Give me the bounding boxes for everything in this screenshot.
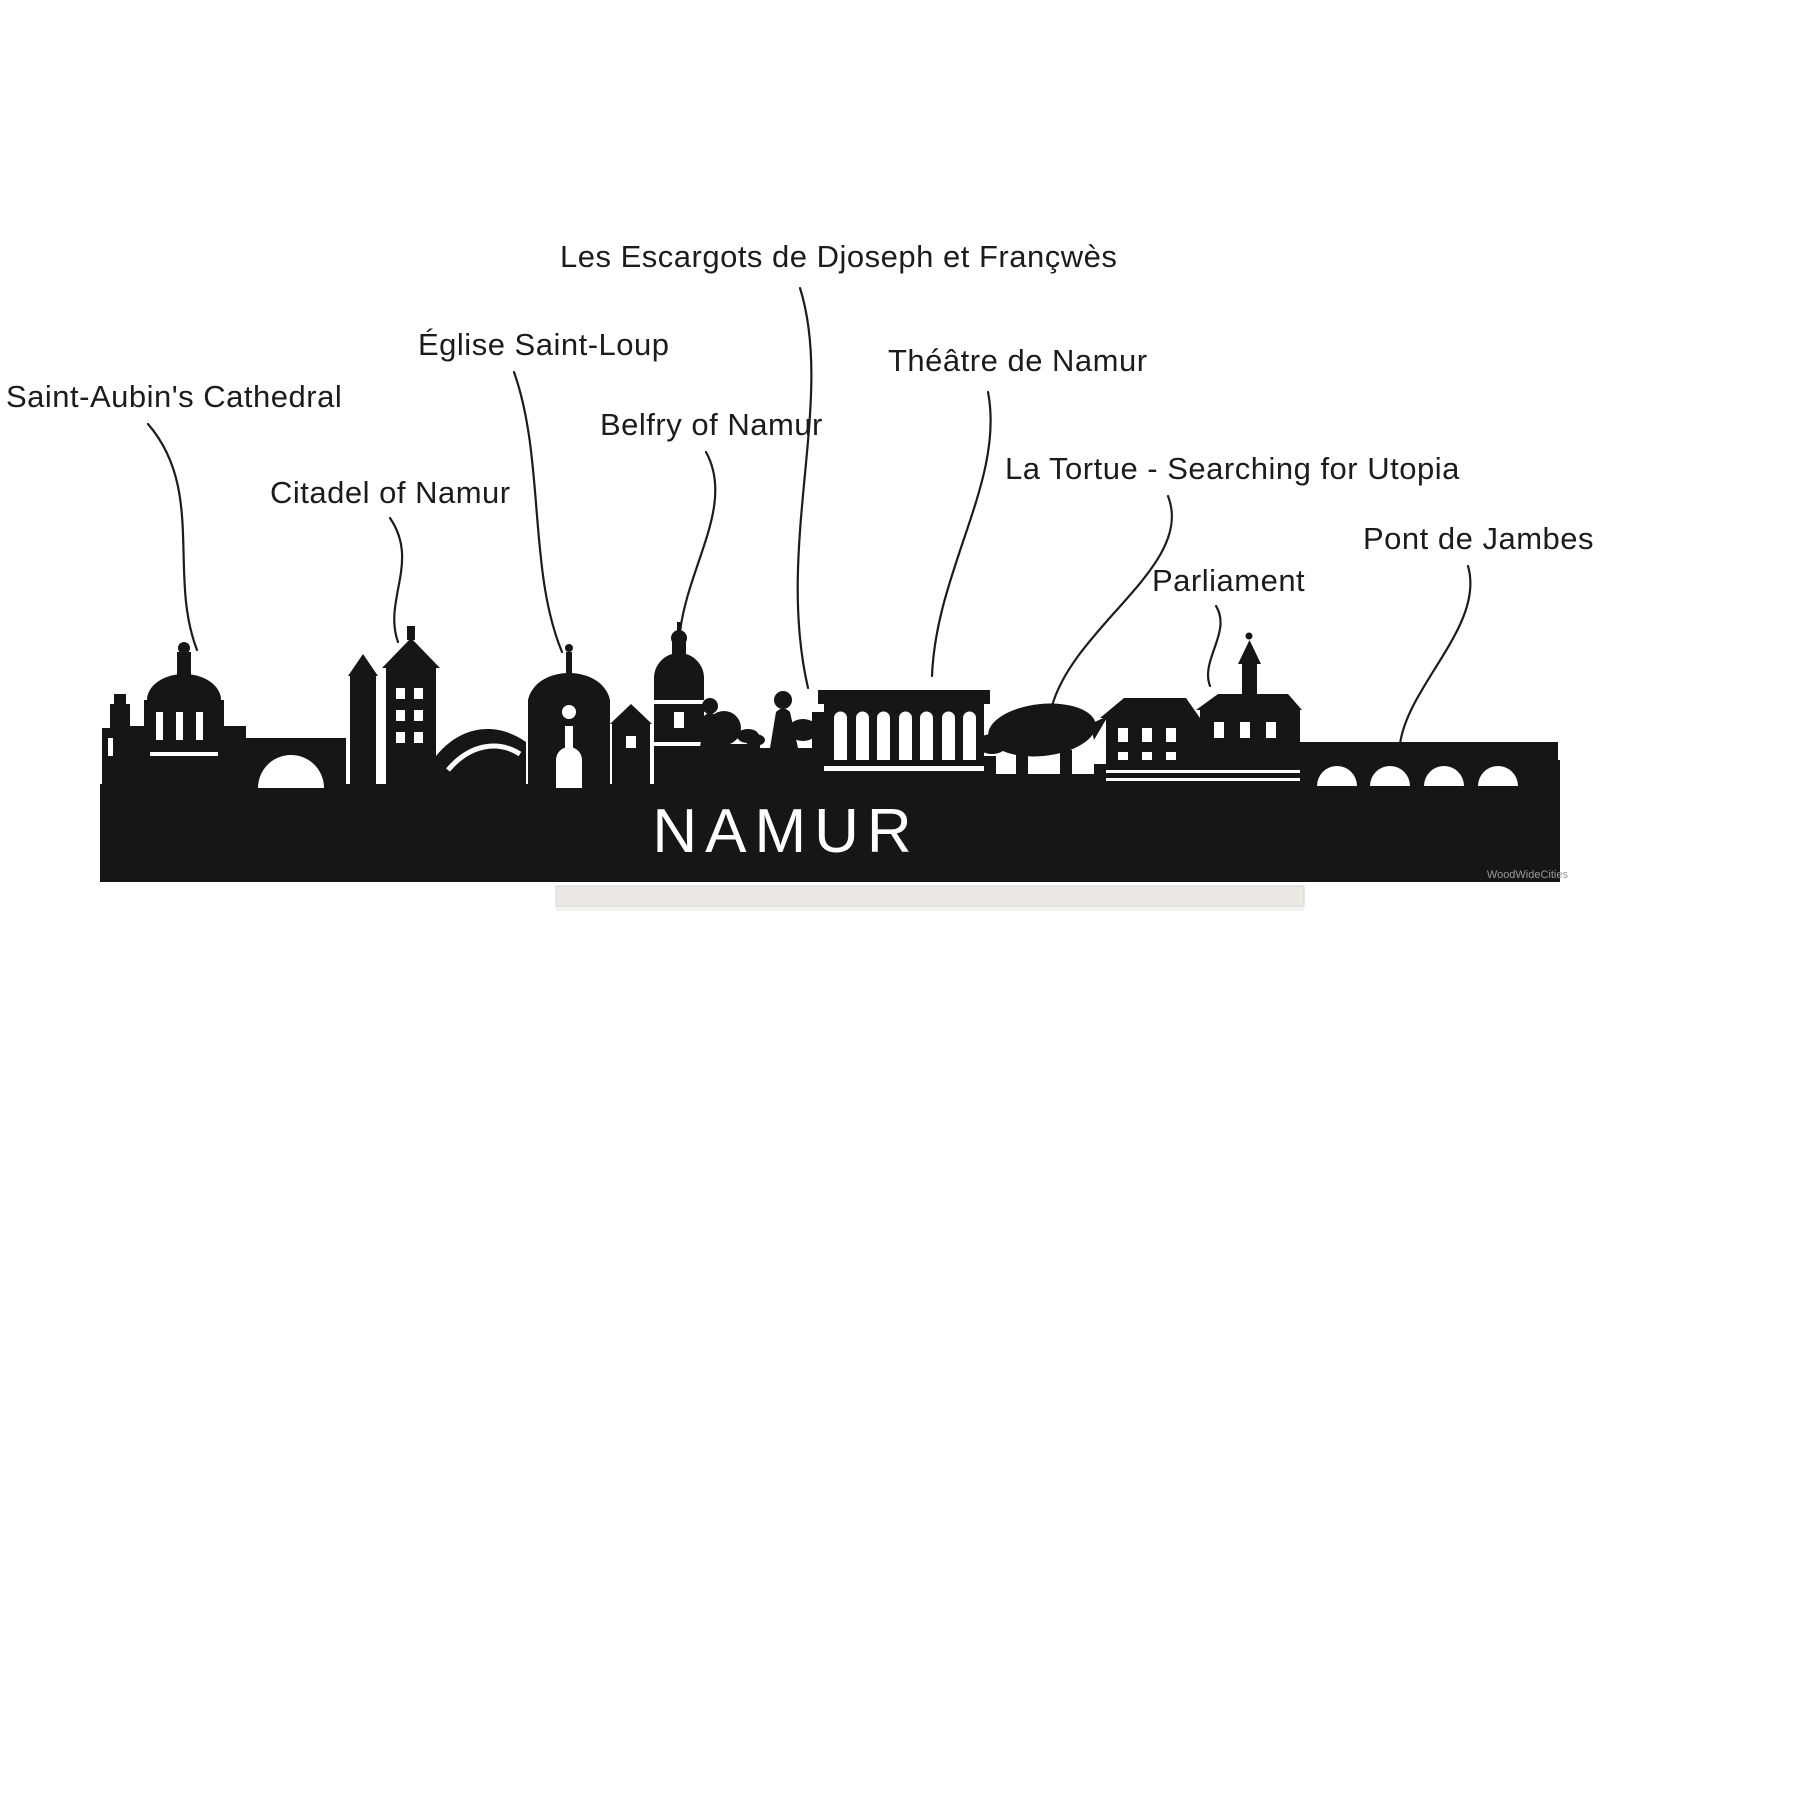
theatre-silhouette	[812, 690, 996, 788]
leader-line-cathedral	[146, 422, 199, 652]
label-parliament: Parliament	[1152, 563, 1306, 598]
label-citadel-of-namur: Citadel of Namur	[270, 475, 511, 510]
saint-aubins-cathedral-silhouette	[124, 642, 246, 788]
skyline-silhouette: NAMUR	[100, 622, 1560, 882]
city-name-cutout: NAMUR	[652, 797, 919, 866]
leader-line-citadel	[388, 516, 404, 644]
citadel-silhouette	[348, 626, 440, 788]
label-la-tortue: La Tortue - Searching for Utopia	[1005, 451, 1460, 486]
watermark: WoodWideCities	[1487, 869, 1569, 881]
belfry-silhouette	[654, 622, 704, 788]
leader-lines	[146, 286, 1472, 746]
display-stand-shadow	[556, 907, 1304, 911]
label-eglise-saint-loup: Église Saint-Loup	[418, 327, 670, 362]
leader-line-eglise-saint-loup	[512, 370, 564, 654]
townhouse-silhouette	[610, 704, 652, 788]
leader-line-belfry	[678, 450, 717, 634]
leader-line-la-tortue	[1050, 494, 1173, 708]
parliament-silhouette	[1100, 632, 1302, 788]
eglise-saint-loup-silhouette	[528, 644, 610, 788]
label-belfry-of-namur: Belfry of Namur	[600, 407, 823, 442]
label-saint-aubins-cathedral: Saint-Aubin's Cathedral	[6, 379, 343, 414]
label-pont-de-jambes: Pont de Jambes	[1363, 521, 1595, 556]
pont-de-jambes-silhouette	[1300, 742, 1560, 788]
bastion-wall-silhouette	[436, 729, 526, 788]
escargots-sculpture-silhouette	[698, 691, 822, 788]
label-les-escargots: Les Escargots de Djoseph et Françwès	[560, 239, 1118, 274]
la-tortue-sculpture-silhouette	[977, 703, 1110, 788]
skyline-base-band	[100, 784, 1560, 882]
leader-line-parliament	[1207, 604, 1222, 688]
leader-line-theatre	[930, 390, 992, 678]
bridge-arch-silhouette	[246, 738, 346, 788]
display-stand	[555, 885, 1305, 907]
label-theatre-de-namur: Théâtre de Namur	[888, 343, 1148, 378]
leader-line-pont-de-jambes	[1398, 564, 1472, 746]
leader-line-les-escargots	[796, 286, 813, 690]
